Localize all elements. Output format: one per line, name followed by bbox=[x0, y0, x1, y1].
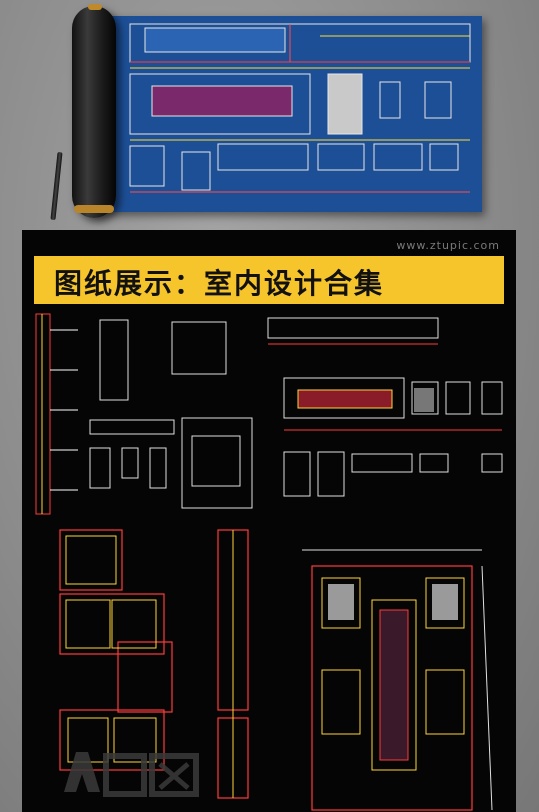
page-title: 图纸展示：室内设计合集 bbox=[54, 267, 385, 300]
pen bbox=[50, 151, 63, 221]
blueprint-drawing bbox=[129, 23, 471, 193]
cad-drawings bbox=[35, 313, 503, 811]
roll-cap bbox=[88, 4, 102, 10]
roll-cap bbox=[74, 205, 114, 213]
title-banner: 图纸展示：室内设计合集 bbox=[34, 256, 504, 304]
site-logo bbox=[64, 752, 199, 797]
drawing-sheet: www.ztupic.com 图纸展示：室内设计合集 bbox=[22, 230, 516, 812]
blueprint-poster bbox=[90, 16, 482, 212]
rolled-paper bbox=[72, 6, 116, 218]
watermark-text: www.ztupic.com bbox=[396, 239, 500, 252]
